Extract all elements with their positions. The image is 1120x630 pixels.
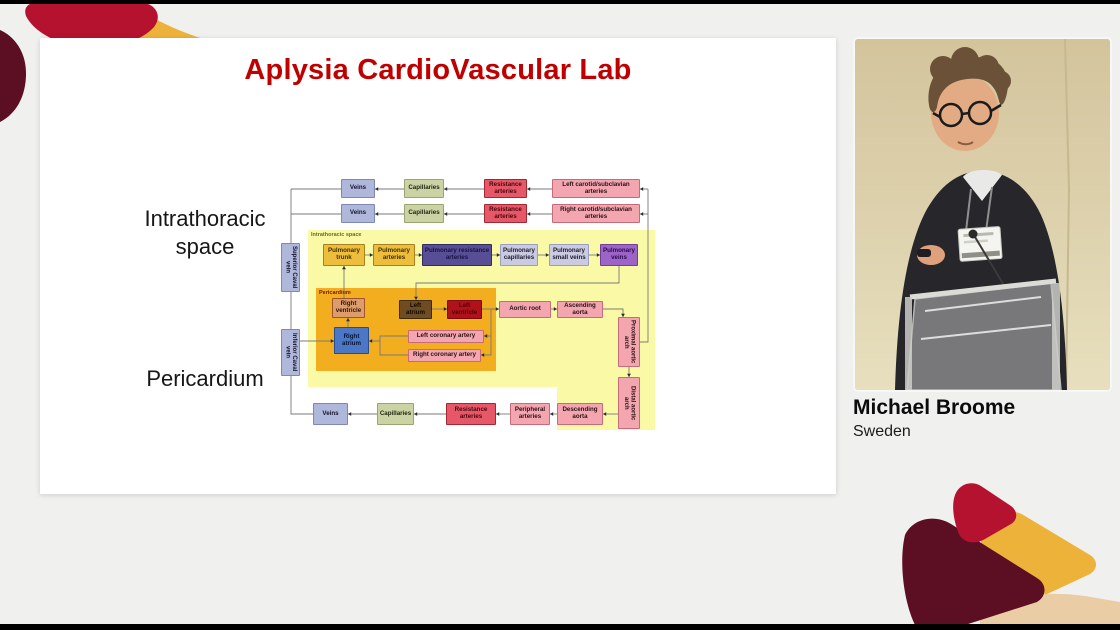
veins-systemic-1: Veins <box>341 179 375 198</box>
label-intrathoracic-space: Intrathoracic space <box>95 205 315 260</box>
label-intrathoracic-line1: Intrathoracic <box>144 206 266 231</box>
resistance-arteries-1: Resistance arteries <box>484 179 527 198</box>
pulmonary-capillaries: Pulmonary capillaries <box>500 244 538 266</box>
speaker-name: Michael Broome <box>853 396 1016 419</box>
speaker-photo <box>853 37 1112 392</box>
pulmonary-trunk: Pulmonary trunk <box>323 244 365 266</box>
speaker-country: Sweden <box>853 423 911 440</box>
main-area: Aplysia CardioVascular Lab Intrathoracic… <box>0 4 1120 624</box>
inferior-caval-vein: Inferior Caval vein <box>281 329 300 376</box>
capillaries-2: Capillaries <box>404 204 444 223</box>
capillaries-1: Capillaries <box>404 179 444 198</box>
letterbox-bottom <box>0 624 1120 630</box>
pulmonary-resistance-arteries: Pulmonary resistance arteries <box>422 244 492 266</box>
speaker-caption: Michael Broome Sweden <box>853 396 1015 441</box>
slide: Aplysia CardioVascular Lab Intrathoracic… <box>40 38 836 494</box>
pulmonary-veins: Pulmonary veins <box>600 244 638 266</box>
descending-aorta: Descending aorta <box>557 403 603 425</box>
aortic-root: Aortic root <box>499 301 551 318</box>
letterbox-top <box>0 0 1120 4</box>
right-ventricle: Right ventricle <box>332 298 365 318</box>
resistance-arteries-2: Resistance arteries <box>484 204 527 223</box>
speaker-photo-illustration <box>855 39 1110 390</box>
label-pericardium: Pericardium <box>146 366 264 391</box>
decor-top-left <box>0 4 242 122</box>
ascending-aorta: Ascending aorta <box>557 301 603 318</box>
right-atrium: Right atrium <box>334 327 369 354</box>
left-carotid-subclavian-arteries: Left carotid/subclavian arteries <box>552 179 640 198</box>
speaker-person <box>895 47 1067 390</box>
pericardium-region-label: Pericardium <box>319 290 351 296</box>
veins-systemic-2: Veins <box>341 204 375 223</box>
left-atrium: Left atrium <box>399 300 432 319</box>
label-intrathoracic-line2: space <box>175 233 235 259</box>
right-coronary-artery: Right coronary artery <box>408 349 481 362</box>
lectern <box>905 278 1062 390</box>
wall-corner-line <box>1064 39 1071 390</box>
diagram-connectors <box>290 187 649 416</box>
pulmonary-arteries: Pulmonary arteries <box>373 244 415 266</box>
glasses <box>932 100 1002 128</box>
capillaries-3: Capillaries <box>377 403 414 425</box>
maroon-edge-shape <box>0 30 27 122</box>
veins-systemic-3: Veins <box>313 403 348 425</box>
distal-aortic-arch: Distal aortic arch <box>618 377 640 429</box>
decor-bottom-right <box>902 483 1120 624</box>
left-coronary-artery: Left coronary artery <box>408 330 484 343</box>
pulmonary-small-veins: Pulmonary small veins <box>549 244 589 266</box>
right-carotid-subclavian-arteries: Right carotid/subclavian arteries <box>552 204 640 223</box>
crimson-ribbon-shape <box>25 4 158 48</box>
maroon-arrow-shape <box>902 518 1045 624</box>
intrathoracic-space-region-label: Intrathoracic space <box>311 232 362 238</box>
slide-title: Aplysia CardioVascular Lab <box>244 54 632 86</box>
peripheral-arteries: Peripheral arteries <box>510 403 550 425</box>
proximal-aortic-arch: Proximal aortic arch <box>618 317 640 367</box>
microphone <box>968 229 1006 288</box>
gold-triangle-shape <box>132 4 242 49</box>
resistance-arteries-3: Resistance arteries <box>446 403 496 425</box>
superior-caval-vein: Superior Caval vein <box>281 243 300 292</box>
left-ventricle: Left ventricle <box>447 300 482 319</box>
crimson-arrow-shape <box>953 483 1017 543</box>
